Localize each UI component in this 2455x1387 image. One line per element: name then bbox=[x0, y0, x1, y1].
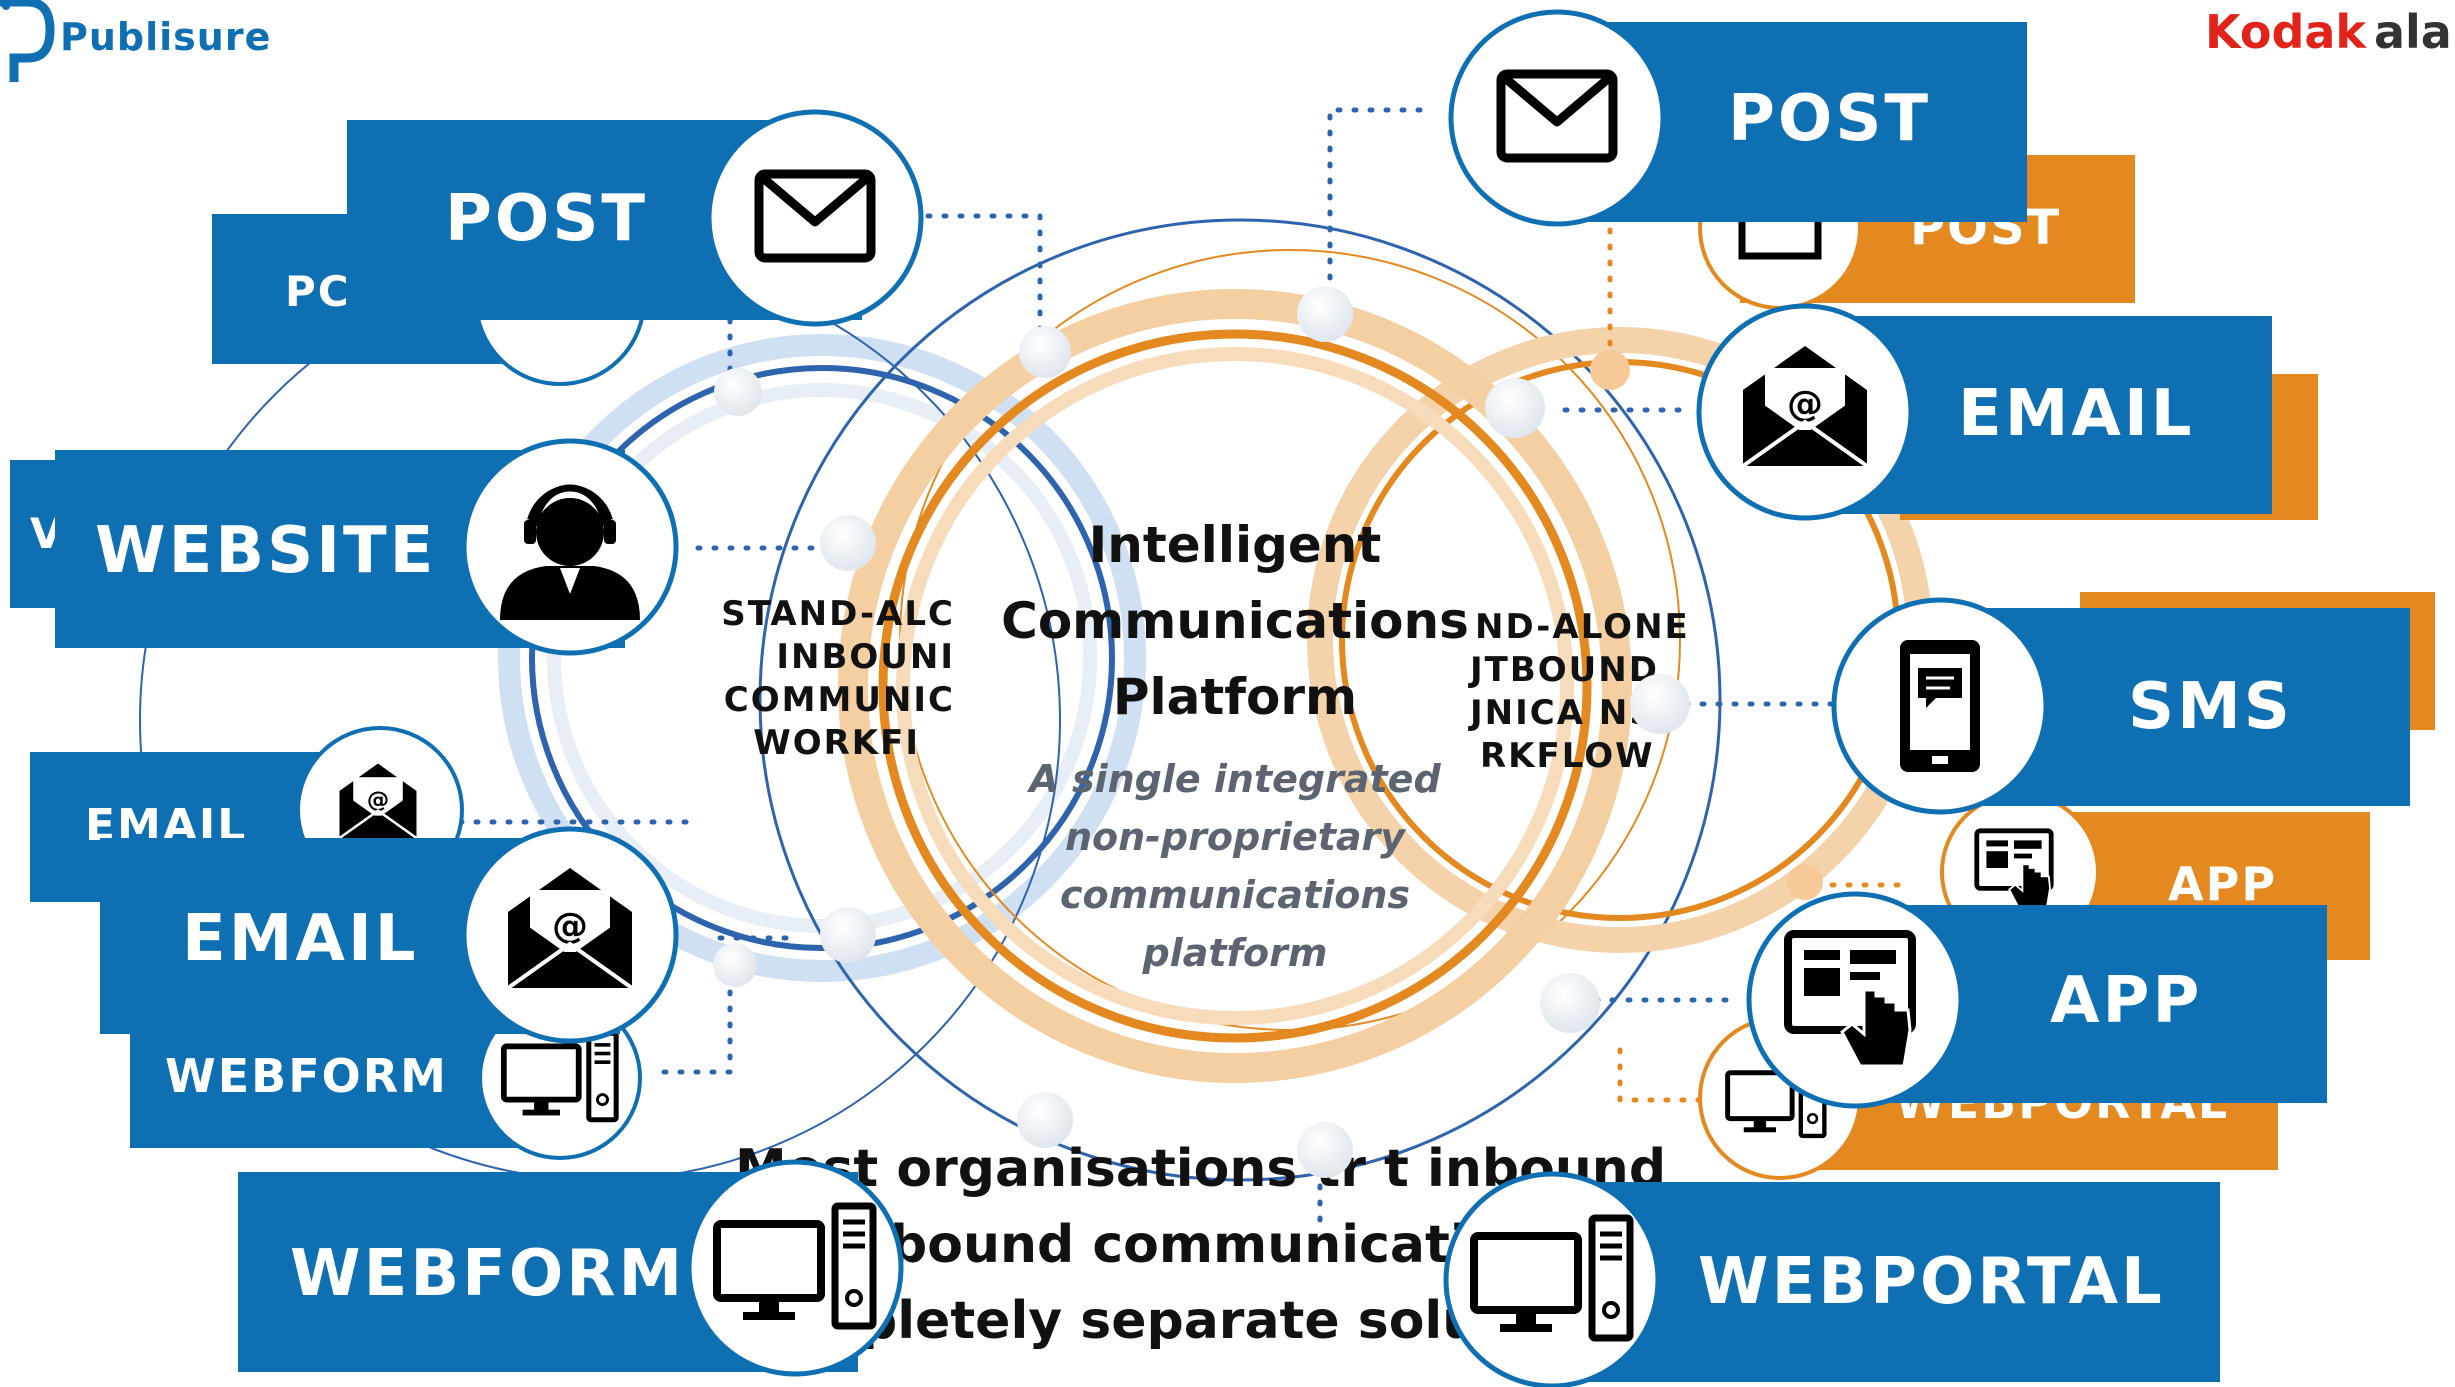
inbound-workflow-line: INBOUNI bbox=[776, 637, 955, 677]
right-ghost-app-label: APP bbox=[2168, 857, 2277, 911]
bottom-caption-line: pletely separate solut bbox=[860, 1291, 1504, 1351]
platform-subtitle: A single integrated non-proprietary comm… bbox=[1026, 757, 1441, 975]
platform-subtitle-line: non-proprietary bbox=[1065, 815, 1407, 859]
left-ghost-post-label: PC bbox=[285, 267, 351, 316]
connector-dots bbox=[713, 286, 1823, 1178]
outbound-workflow-line: JNICA NS bbox=[1468, 693, 1656, 733]
left-channel-webform-label: WEBFORM bbox=[290, 1237, 685, 1311]
left-channel-webform: WEBFORM bbox=[238, 1159, 904, 1377]
right-channel-sms: SMS bbox=[1831, 597, 2410, 815]
right-channel-post: POST bbox=[1448, 9, 2027, 227]
outbound-workflow-line: RKFLOW bbox=[1480, 736, 1655, 776]
platform-title: Intelligent Communications Platform bbox=[1001, 516, 1469, 726]
platform-title-line: Intelligent bbox=[1089, 516, 1382, 574]
right-channel-webportal-label: WEBPORTAL bbox=[1698, 1245, 2165, 1319]
outbound-workflow-label: ND-ALONE JTBOUND JNICA NS RKFLOW bbox=[1468, 607, 1690, 776]
platform-subtitle-line: A single integrated bbox=[1026, 757, 1441, 801]
outbound-workflow-line: JTBOUND bbox=[1468, 650, 1659, 690]
bottom-caption-line: bound communicati bbox=[890, 1215, 1468, 1275]
kodak-alaris-logo: Kodakalar bbox=[2205, 5, 2455, 59]
right-channel-email-label: EMAIL bbox=[1958, 377, 2195, 451]
mobile-phone-icon bbox=[1898, 638, 1982, 774]
left-channel-website-label: WEBSITE bbox=[95, 514, 436, 588]
right-channel-app-label: APP bbox=[2050, 964, 2202, 1038]
inbound-workflow-line: STAND-ALC bbox=[721, 594, 955, 634]
right-channel-sms-label: SMS bbox=[2128, 670, 2293, 744]
inbound-workflow-line: WORKFI bbox=[753, 723, 920, 763]
left-channel-post: POST bbox=[347, 109, 924, 327]
publisure-wordmark: Publisure bbox=[60, 15, 271, 59]
right-channel-post-label: POST bbox=[1728, 82, 1931, 156]
platform-title-line: Platform bbox=[1113, 668, 1357, 726]
platform-title-line: Communications bbox=[1001, 592, 1469, 650]
platform-subtitle-line: platform bbox=[1141, 931, 1327, 975]
right-channel-email: EMAIL bbox=[1696, 303, 2272, 521]
left-channel-website: WEBSITE bbox=[55, 438, 679, 656]
inbound-workflow-label: STAND-ALC INBOUNI COMMUNIC WORKFI bbox=[721, 594, 955, 763]
inbound-workflow-line: COMMUNIC bbox=[724, 680, 955, 720]
platform-ring-group bbox=[838, 289, 1632, 1083]
left-channel-email-label: EMAIL bbox=[182, 902, 419, 976]
left-channel-post-label: POST bbox=[445, 182, 648, 256]
outbound-workflow-line: ND-ALONE bbox=[1475, 607, 1690, 647]
right-channel-app: APP bbox=[1746, 891, 2327, 1109]
publisure-logo: Publisure bbox=[0, 0, 271, 82]
left-channel-email: EMAIL bbox=[100, 826, 679, 1044]
right-channel-webportal: WEBPORTAL bbox=[1443, 1171, 2220, 1387]
platform-subtitle-line: communications bbox=[1060, 873, 1410, 917]
left-ghost-webform-label: WEBFORM bbox=[165, 1049, 448, 1103]
kodak-alaris-wordmark: Kodakalar bbox=[2205, 5, 2455, 59]
